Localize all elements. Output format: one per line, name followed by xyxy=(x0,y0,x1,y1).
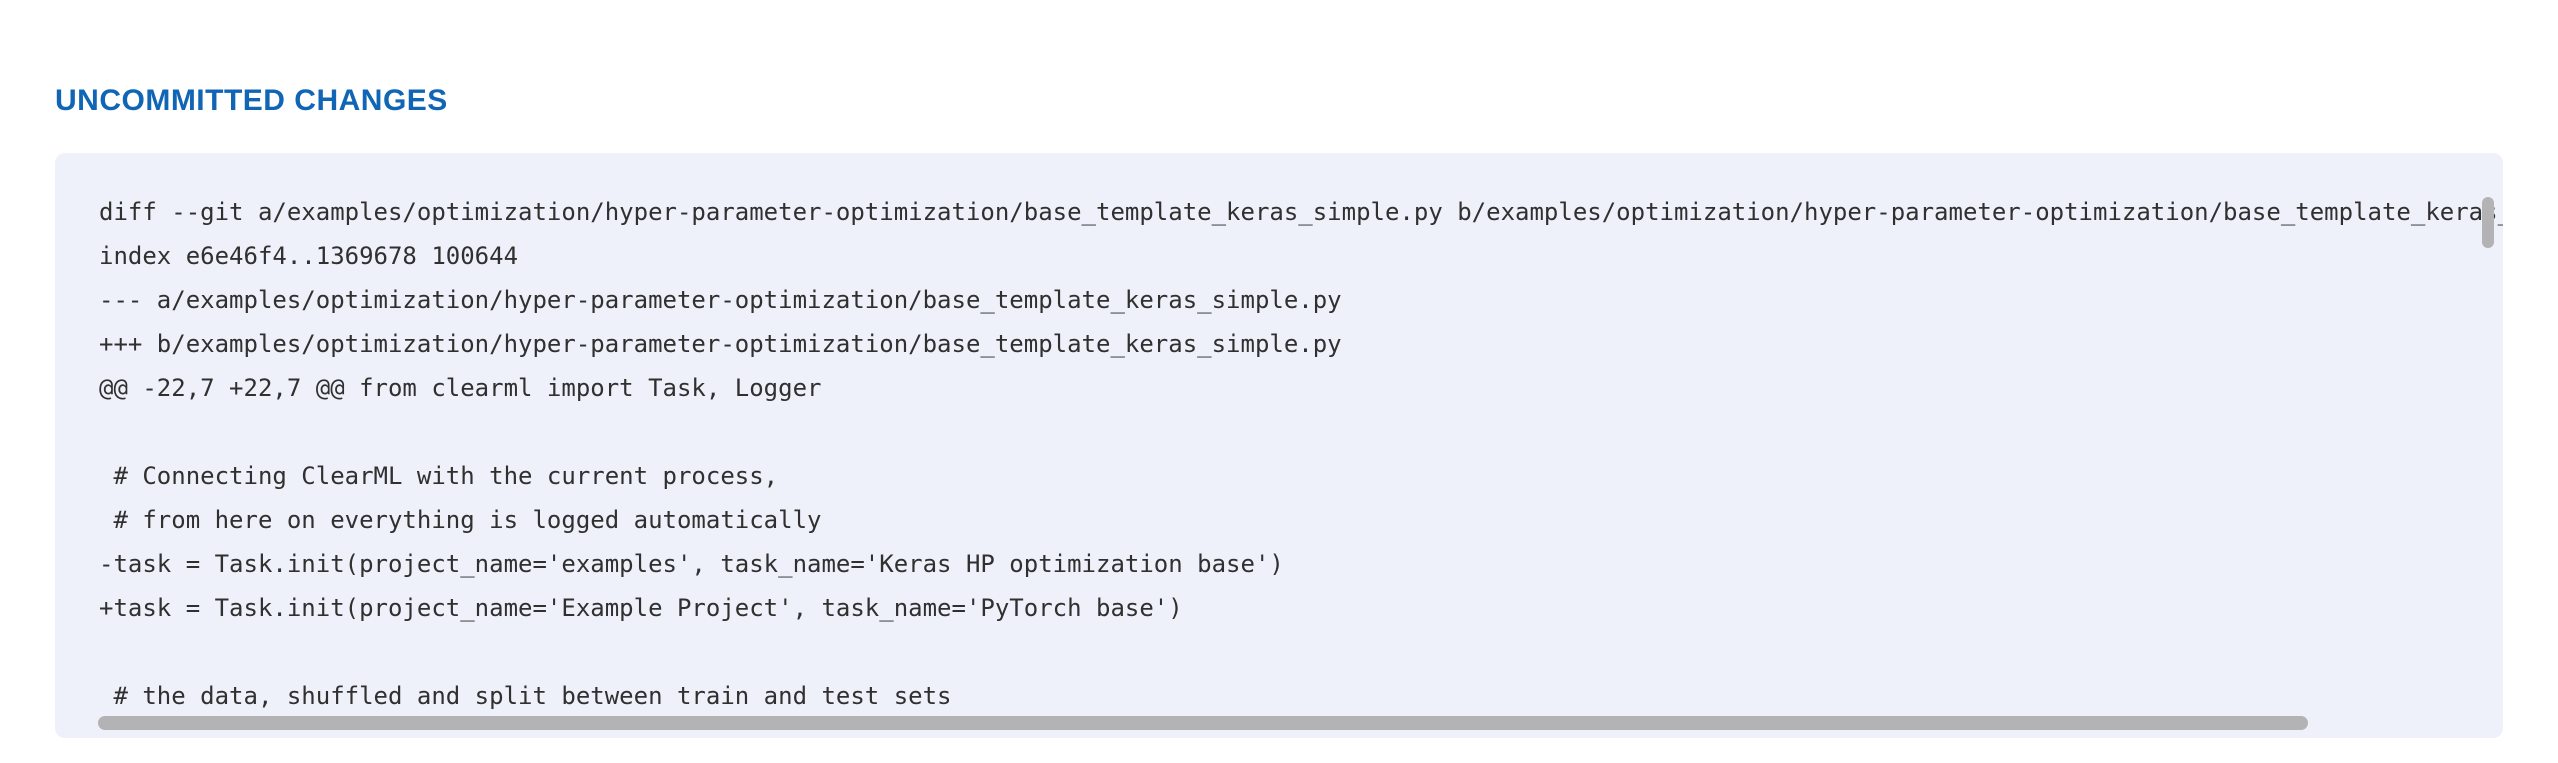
uncommitted-changes-title: UNCOMMITTED CHANGES xyxy=(55,84,448,117)
uncommitted-changes-panel: diff --git a/examples/optimization/hyper… xyxy=(55,153,2503,738)
horizontal-scrollbar-thumb[interactable] xyxy=(98,716,2308,730)
vertical-scrollbar-thumb[interactable] xyxy=(2482,197,2494,248)
diff-text: diff --git a/examples/optimization/hyper… xyxy=(99,198,2503,710)
